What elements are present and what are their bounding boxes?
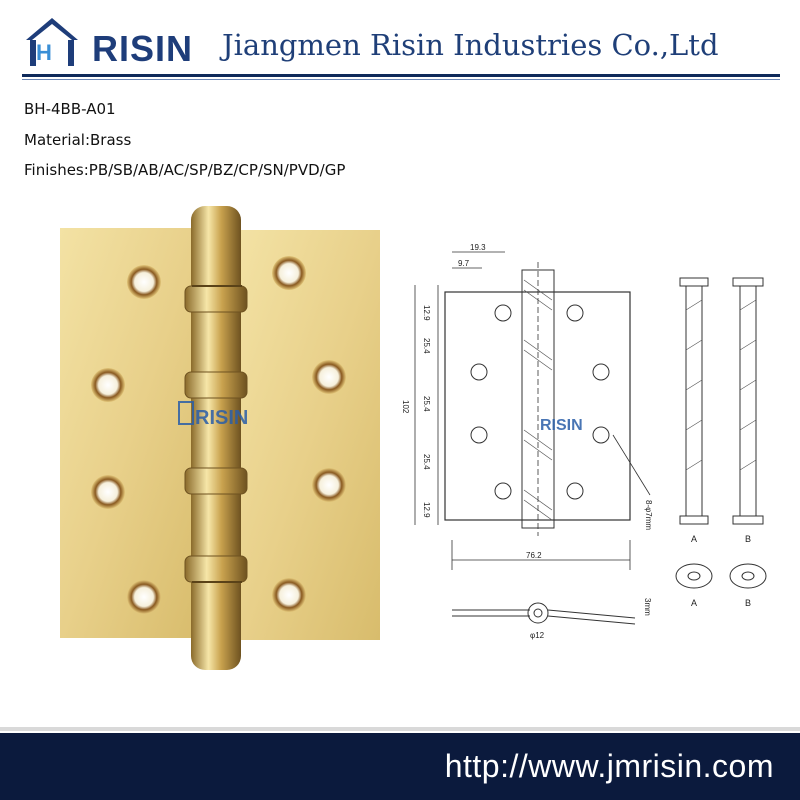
header-divider-thin xyxy=(22,79,780,80)
dim-spacing-1: 12.9 xyxy=(422,305,431,321)
drawing-outline xyxy=(444,291,631,521)
website-url[interactable]: http://www.jmrisin.com xyxy=(444,748,774,784)
footer-divider xyxy=(0,727,800,731)
bearing-b-label: B xyxy=(745,598,751,608)
company-logo: H RISIN xyxy=(22,10,192,72)
footer xyxy=(0,733,800,800)
screw-holes xyxy=(91,256,346,614)
logo-text: RISIN xyxy=(92,28,194,69)
left-leaf xyxy=(60,228,200,638)
pin-views xyxy=(675,277,767,589)
header-divider xyxy=(22,74,780,77)
bearing-a-label: A xyxy=(691,598,697,608)
watermark-text: RISIN xyxy=(195,407,248,429)
dim-spacing-5: 12.9 xyxy=(422,502,431,518)
dim-offset: 9.7 xyxy=(458,259,470,268)
dim-spacing-4: 25.4 xyxy=(422,454,431,470)
product-material: Material:Brass xyxy=(24,131,132,149)
hinge-photo: RISIN xyxy=(60,206,380,670)
dim-width: 76.2 xyxy=(526,551,542,560)
dim-width-top: 19.3 xyxy=(470,243,486,252)
product-model: BH-4BB-A01 xyxy=(24,100,116,118)
right-leaf xyxy=(240,230,380,640)
view-a-label: A xyxy=(691,534,697,544)
drawing-watermark-text: RISIN xyxy=(540,417,583,434)
dim-spacing-3: 25.4 xyxy=(422,396,431,412)
knuckle-diameter: φ12 xyxy=(530,631,545,640)
dim-spacing-2: 25.4 xyxy=(422,338,431,354)
house-logo-icon: H xyxy=(26,18,78,66)
drawing-watermark: RISIN xyxy=(540,417,583,434)
company-name: Jiangmen Risin Industries Co.,Ltd xyxy=(222,28,719,62)
dim-height: 102 xyxy=(401,400,410,414)
hinge-barrel xyxy=(184,206,248,670)
product-finishes: Finishes:PB/SB/AB/AC/SP/BZ/CP/SN/PVD/GP xyxy=(24,161,346,179)
hole-note: 8-φ7mm xyxy=(644,500,653,530)
svg-text:H: H xyxy=(36,40,52,65)
thickness-note: 3mm xyxy=(643,598,652,616)
view-b-label: B xyxy=(745,534,751,544)
technical-drawing: 19.3 9.7 12.9 25.4 25.4 25.4 12.9 102 76… xyxy=(401,243,767,640)
photo-watermark: RISIN xyxy=(178,401,248,429)
